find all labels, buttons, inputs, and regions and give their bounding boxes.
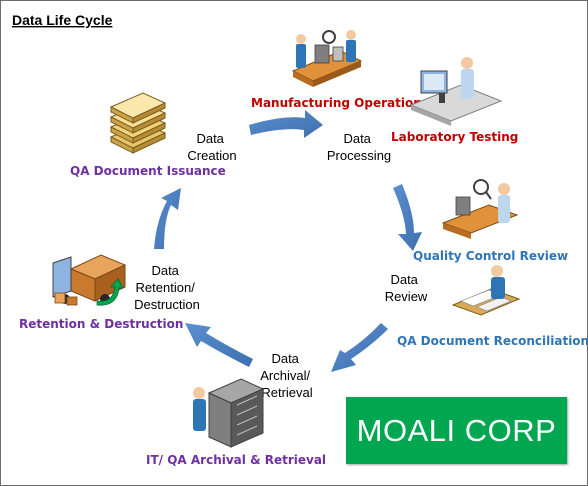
activity-manufacturing-operations: Manufacturing Operations bbox=[251, 96, 429, 110]
delivery-truck-icon bbox=[52, 254, 127, 306]
cycle-arrows bbox=[154, 110, 422, 372]
stage-creation-label: Data Creation bbox=[187, 131, 236, 163]
stage-processing-label: Data Processing bbox=[327, 131, 391, 163]
arrow-archival-to-retention bbox=[185, 323, 253, 367]
arrow-review-to-archival bbox=[331, 323, 388, 372]
arrow-processing-to-review bbox=[393, 184, 422, 251]
stage-archival-label: Data Archival/ Retrieval bbox=[260, 351, 313, 400]
brand-name: MOALI CORP bbox=[356, 412, 557, 448]
brand-logo: MOALI CORP bbox=[346, 397, 567, 464]
activity-retention-destruction: Retention & Destruction bbox=[19, 317, 183, 331]
activity-laboratory-testing: Laboratory Testing bbox=[391, 130, 518, 144]
document-reconciliation-icon bbox=[451, 265, 521, 316]
activity-it-qa-archival-retrieval: IT/ QA Archival & Retrieval bbox=[146, 453, 326, 467]
server-archive-icon bbox=[193, 378, 265, 448]
stage-review-label: Data Review bbox=[385, 272, 428, 304]
factory-workers-icon bbox=[291, 30, 363, 87]
lab-technician-icon bbox=[409, 57, 503, 126]
activity-quality-control-review: Quality Control Review bbox=[413, 249, 568, 263]
activity-qa-document-issuance: QA Document Issuance bbox=[70, 164, 226, 178]
stage-retention-label: Data Retention/ Destruction bbox=[134, 263, 200, 312]
arrow-creation-to-processing bbox=[249, 110, 323, 138]
documents-stack-icon bbox=[109, 92, 167, 154]
arrow-retention-to-creation bbox=[154, 188, 181, 249]
diagram-title: Data Life Cycle bbox=[12, 12, 113, 28]
qc-inspector-icon bbox=[441, 179, 519, 239]
activity-qa-document-reconciliation: QA Document Reconciliation bbox=[397, 334, 587, 348]
